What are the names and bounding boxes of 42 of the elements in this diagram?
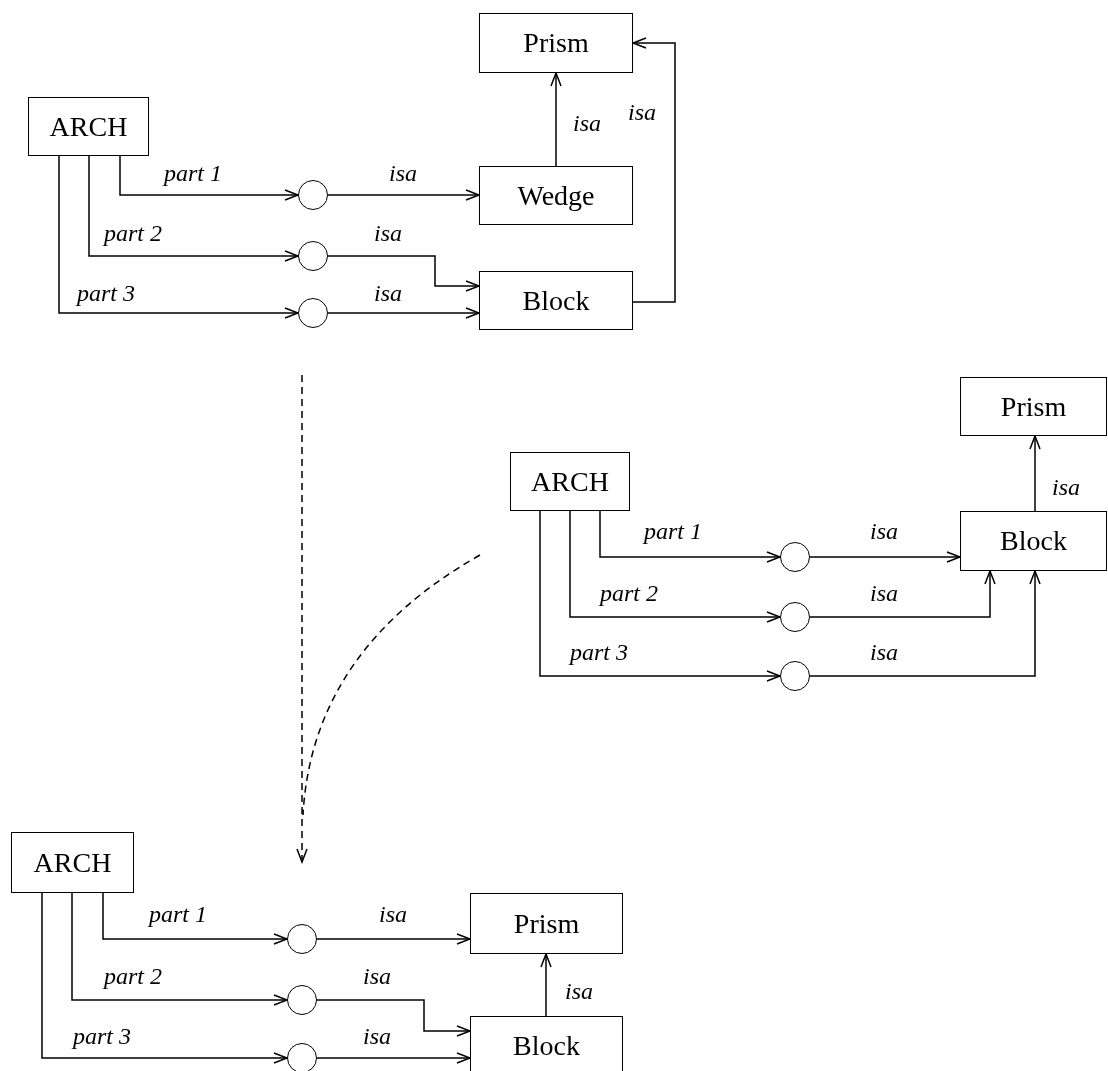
box-label: ARCH <box>531 467 609 496</box>
arrow <box>316 999 471 1037</box>
arrow <box>809 551 961 563</box>
box-label: Block <box>1000 527 1067 555</box>
box-label: Block <box>513 1032 580 1060</box>
box-label: Prism <box>513 909 580 938</box>
arrow <box>71 892 288 1006</box>
arrow <box>119 155 299 201</box>
arrow <box>540 953 552 1017</box>
arrow <box>550 72 562 167</box>
box-label: Wedge <box>517 181 595 210</box>
arrow <box>809 570 1041 677</box>
arrow <box>88 155 299 262</box>
box-label: Prism <box>1000 392 1067 421</box>
arrow <box>327 307 480 319</box>
arrow <box>809 570 996 618</box>
concept-box <box>960 377 1107 436</box>
arrow <box>58 155 299 319</box>
arrow <box>316 1052 471 1064</box>
concept-box <box>479 271 633 330</box>
concept-box <box>470 893 623 954</box>
concept-box <box>28 97 149 156</box>
arrow <box>102 892 288 945</box>
box-label: Prism <box>523 29 589 57</box>
arrow <box>539 510 781 682</box>
concept-box <box>479 166 633 225</box>
arrow <box>569 510 781 623</box>
arrow <box>599 510 781 563</box>
arrow <box>1029 435 1041 512</box>
concept-box <box>960 511 1107 571</box>
concept-box <box>479 13 633 73</box>
arrow <box>327 255 480 292</box>
concept-box <box>11 832 134 893</box>
box-label: ARCH <box>49 112 128 141</box>
arrow <box>327 189 480 201</box>
box-label: Block <box>522 286 590 315</box>
arrow <box>41 892 288 1064</box>
arrow <box>316 933 471 945</box>
arrow <box>632 37 676 303</box>
box-label: ARCH <box>33 848 112 877</box>
concept-box <box>510 452 630 511</box>
concept-box <box>470 1016 623 1071</box>
